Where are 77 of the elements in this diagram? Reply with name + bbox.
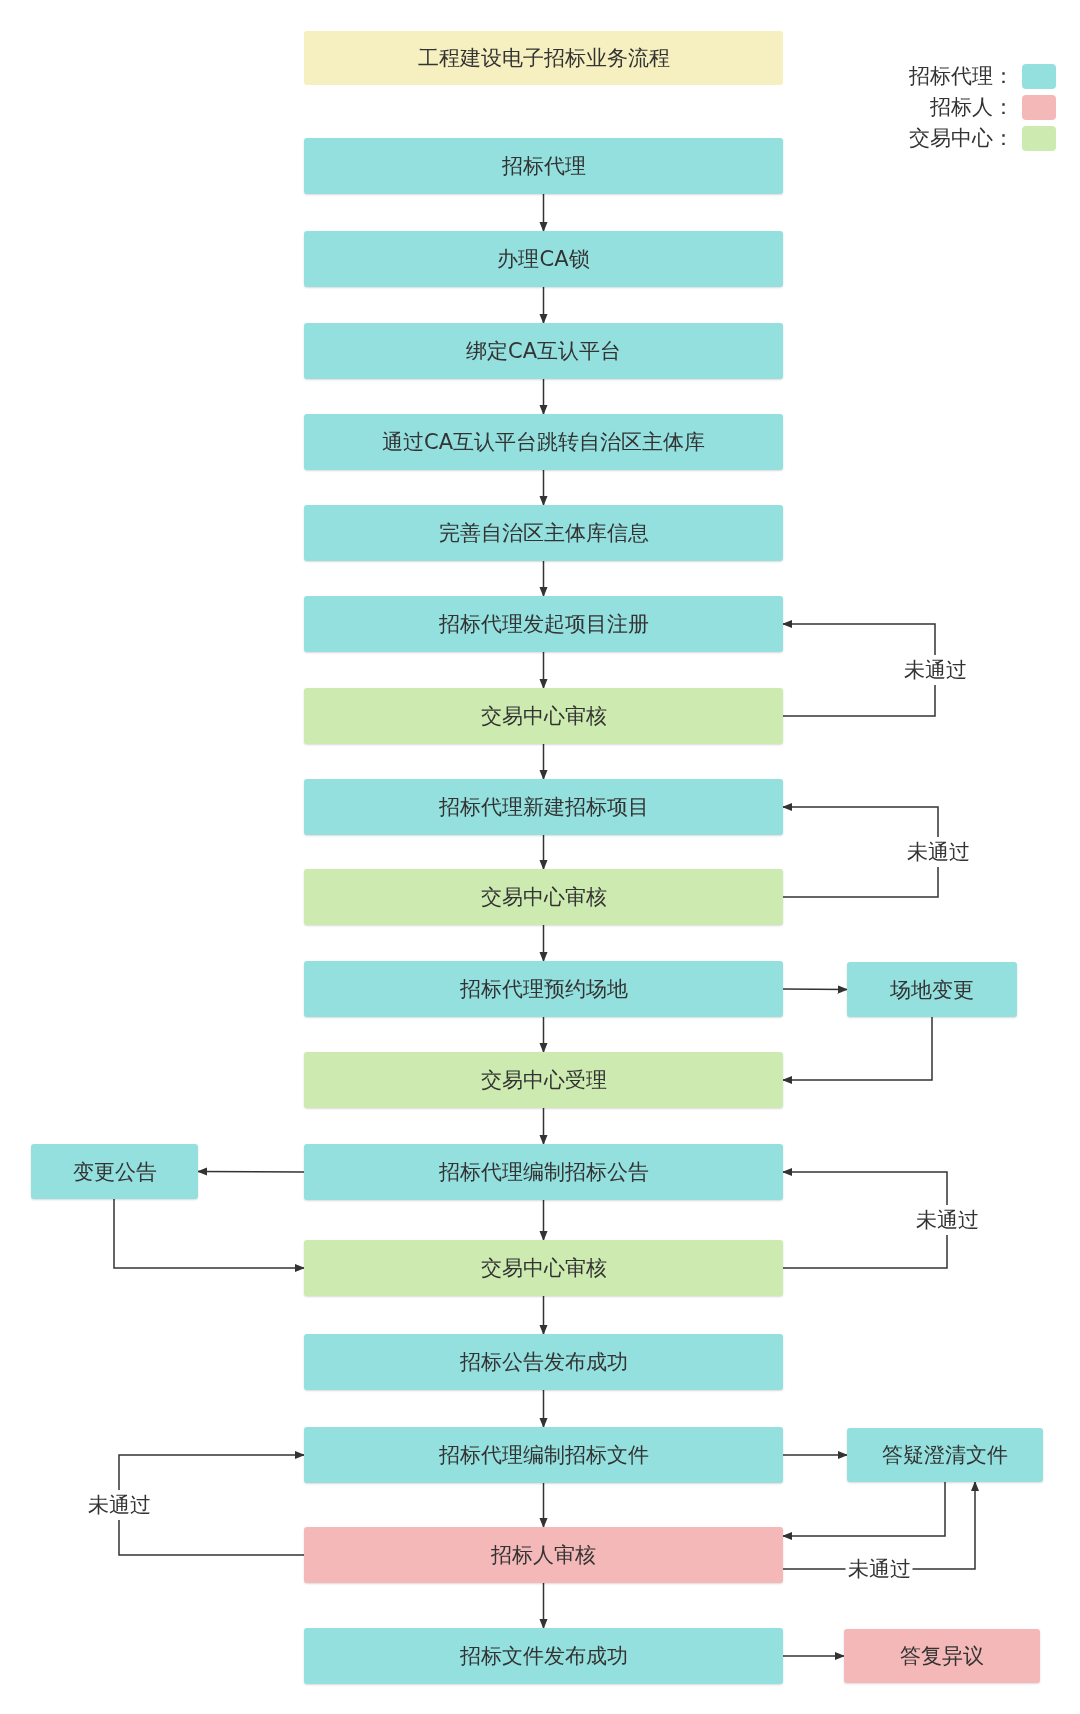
process-box bbox=[304, 1427, 783, 1483]
arrow bbox=[539, 469, 548, 507]
process-box bbox=[304, 779, 783, 835]
step-label: 招标代理预约场地 bbox=[459, 976, 628, 1003]
step-label: 变更公告 bbox=[72, 1158, 157, 1186]
process-box bbox=[304, 688, 783, 744]
arrow bbox=[782, 1651, 846, 1661]
step-label: 完善自治区主体库信息 bbox=[438, 520, 649, 547]
arrow bbox=[539, 560, 548, 598]
process-box bbox=[304, 138, 783, 194]
process-box bbox=[304, 505, 783, 561]
arrow bbox=[781, 619, 936, 717]
legend-label: 交易中心： bbox=[908, 125, 1014, 152]
process-box bbox=[304, 414, 783, 470]
process-box bbox=[847, 1428, 1043, 1482]
process-box bbox=[31, 1144, 198, 1199]
arrow bbox=[539, 286, 548, 325]
process-box bbox=[304, 1240, 783, 1296]
step-label: 场地变更 bbox=[890, 976, 974, 1004]
step-label: 交易中心受理 bbox=[480, 1067, 607, 1094]
arrow bbox=[196, 1167, 305, 1176]
process-box bbox=[304, 961, 783, 1017]
arrow bbox=[539, 1582, 548, 1630]
edge-label: 未通过 bbox=[85, 1490, 153, 1520]
step-label: 交易中心审核 bbox=[480, 1255, 607, 1282]
step-label: 答疑澄清文件 bbox=[882, 1442, 1008, 1469]
edge-label: 未通过 bbox=[913, 1205, 981, 1235]
arrow bbox=[113, 1198, 306, 1273]
step-label: 招标代理编制招标文件 bbox=[438, 1442, 649, 1469]
title-text: 工程建设电子招标业务流程 bbox=[417, 45, 670, 72]
step-label: 办理CA锁 bbox=[497, 246, 590, 273]
step-label: 招标文件发布成功 bbox=[459, 1643, 628, 1670]
arrow bbox=[539, 743, 548, 781]
process-box bbox=[304, 1334, 783, 1390]
arrow bbox=[539, 1199, 548, 1242]
arrow bbox=[782, 985, 849, 994]
arrow bbox=[781, 1167, 948, 1269]
arrow bbox=[539, 193, 548, 233]
step-label: 通过CA互认平台跳转自治区主体库 bbox=[382, 429, 705, 456]
process-box bbox=[304, 1527, 783, 1583]
arrow bbox=[539, 924, 548, 963]
process-box bbox=[304, 596, 783, 652]
step-label: 招标代理 bbox=[501, 153, 586, 180]
step-label: 招标代理新建招标项目 bbox=[438, 794, 649, 821]
step-label: 交易中心审核 bbox=[480, 884, 607, 911]
legend-label: 招标代理： bbox=[908, 63, 1014, 90]
process-box bbox=[847, 962, 1017, 1017]
step-label: 交易中心审核 bbox=[480, 703, 607, 730]
process-box bbox=[304, 1052, 783, 1108]
arrow bbox=[539, 834, 548, 871]
arrow bbox=[539, 1295, 548, 1336]
arrow bbox=[539, 1482, 548, 1529]
legend-label: 招标人： bbox=[929, 94, 1014, 121]
step-label: 答复异议 bbox=[900, 1643, 984, 1670]
step-label: 招标公告发布成功 bbox=[459, 1349, 628, 1376]
step-label: 招标代理编制招标公告 bbox=[438, 1159, 649, 1186]
process-box bbox=[304, 1628, 783, 1684]
step-label: 招标代理发起项目注册 bbox=[438, 611, 649, 638]
arrow bbox=[781, 802, 939, 898]
step-label: 招标人审核 bbox=[491, 1542, 596, 1569]
edge-label: 未通过 bbox=[901, 655, 969, 685]
arrow bbox=[782, 1450, 849, 1460]
arrow bbox=[781, 1016, 933, 1085]
arrow bbox=[539, 1016, 548, 1054]
process-box bbox=[304, 323, 783, 379]
process-box bbox=[304, 869, 783, 925]
arrow bbox=[781, 1481, 946, 1541]
edge-label: 未通过 bbox=[904, 837, 972, 867]
arrow bbox=[118, 1450, 306, 1556]
arrow bbox=[539, 1107, 548, 1146]
process-box bbox=[304, 1144, 783, 1200]
step-label: 绑定CA互认平台 bbox=[466, 338, 621, 365]
process-box bbox=[844, 1629, 1040, 1683]
arrow bbox=[539, 1389, 548, 1429]
arrow bbox=[539, 378, 548, 416]
arrow bbox=[539, 651, 548, 690]
process-box bbox=[304, 231, 783, 287]
